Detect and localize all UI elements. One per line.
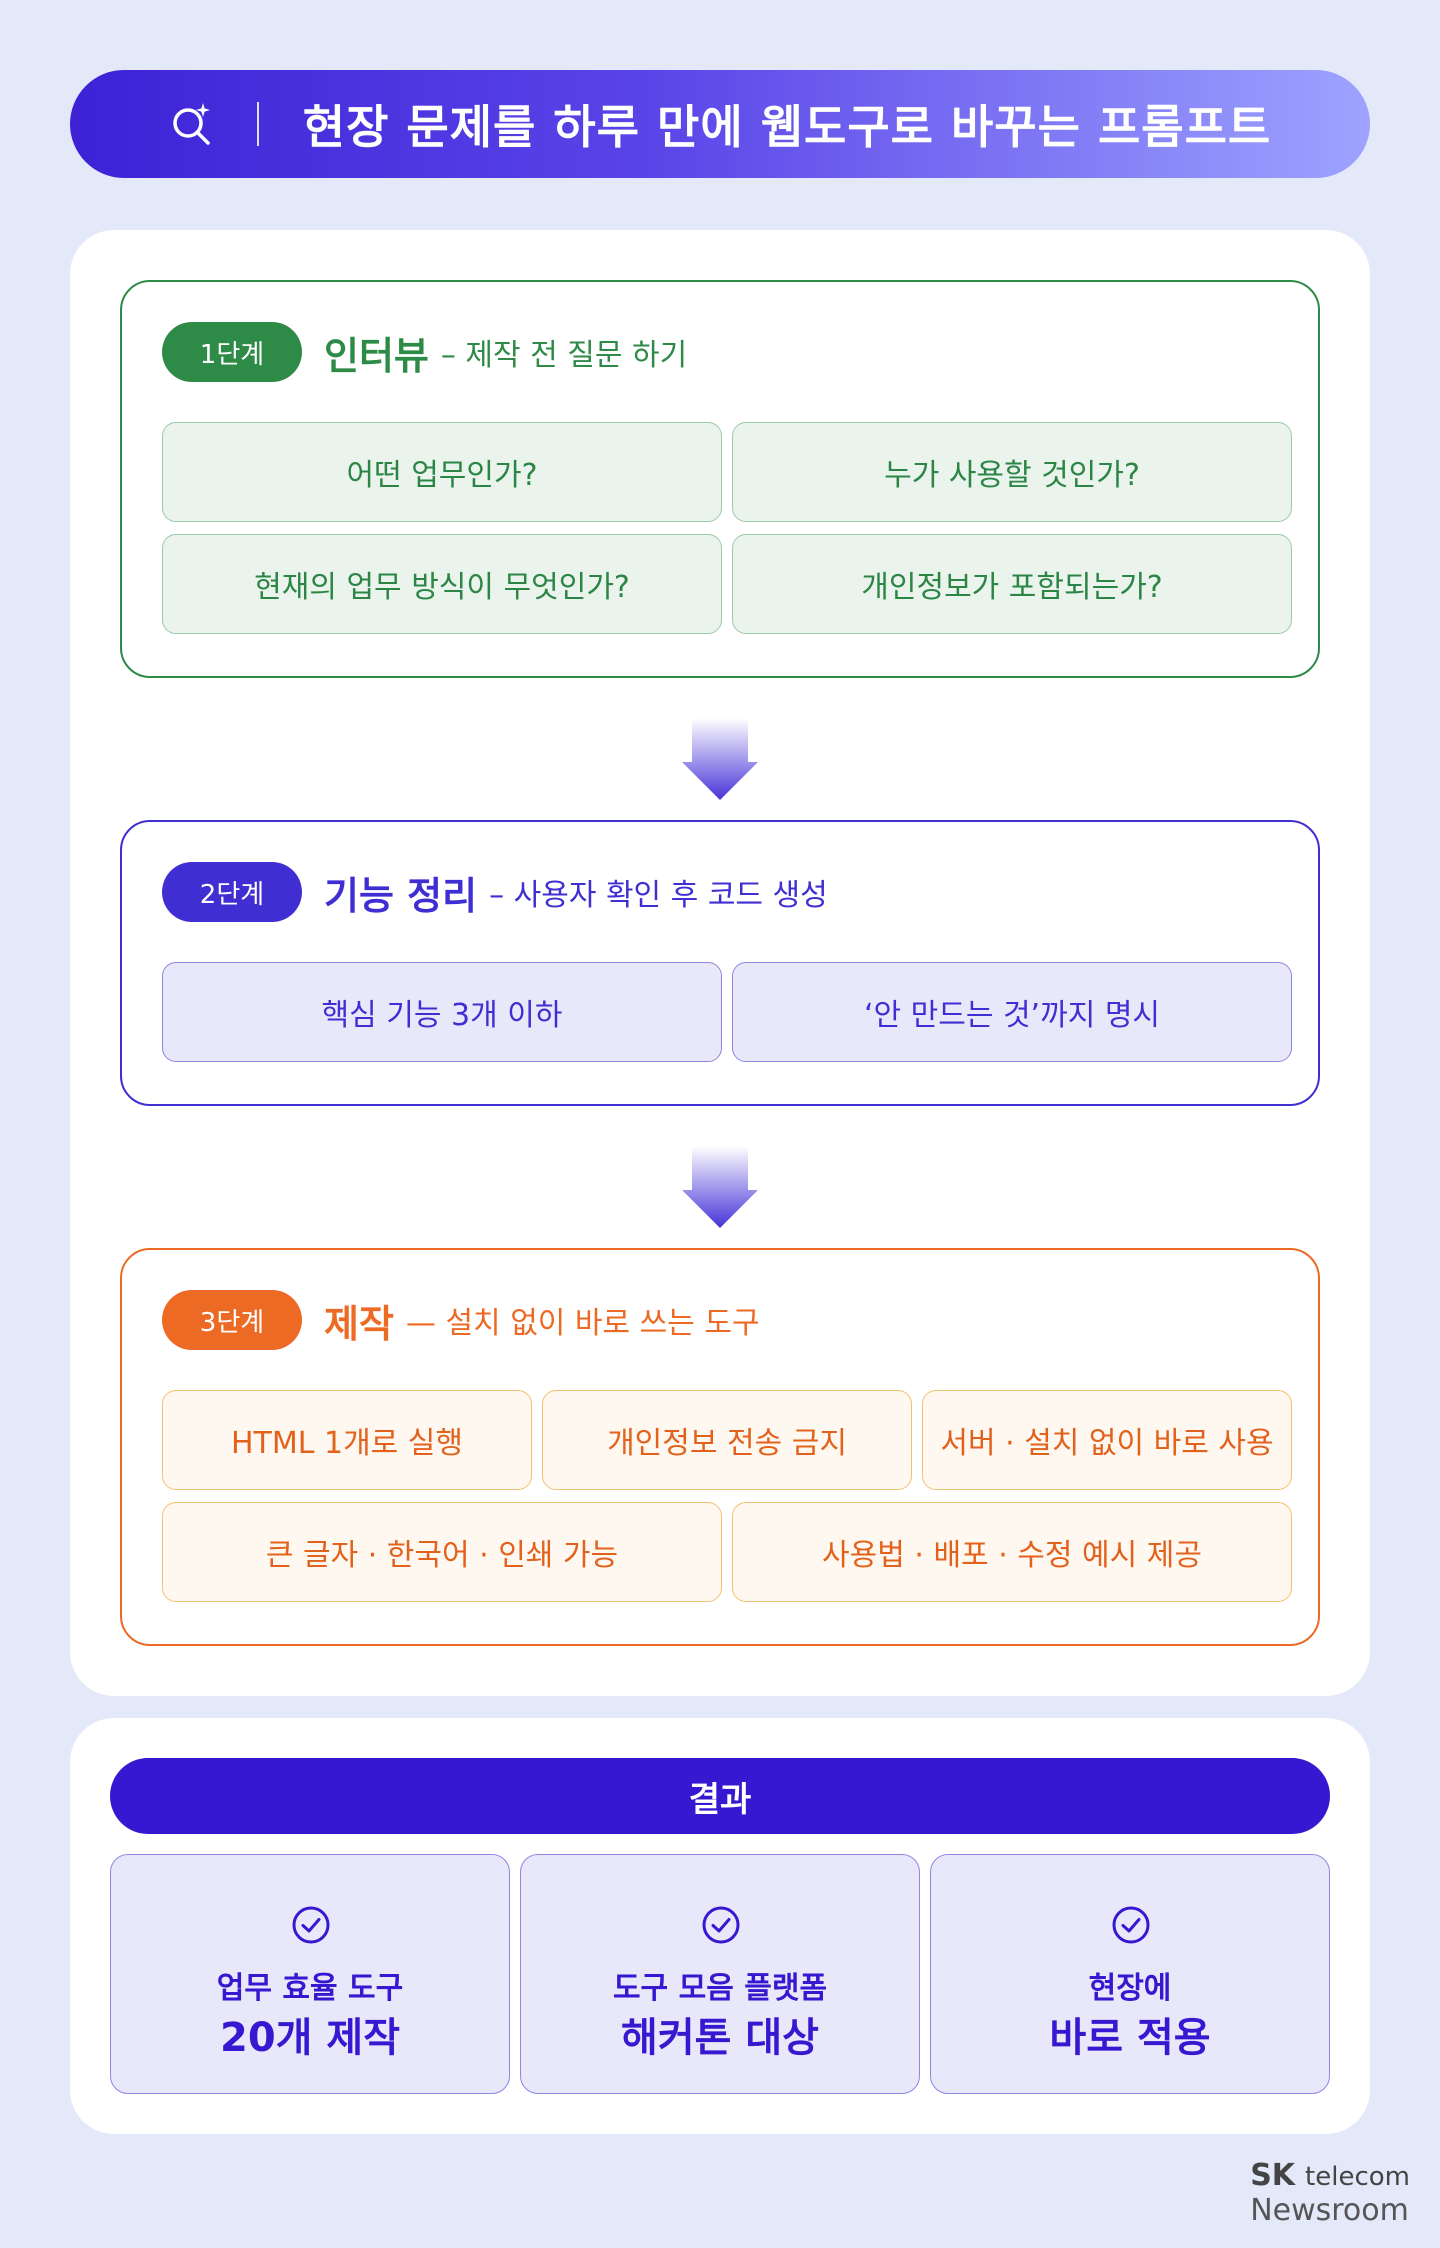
check-circle-icon xyxy=(1112,1906,1150,1944)
stage-2-item: ‘안 만드는 것’까지 명시 xyxy=(732,962,1292,1062)
result-title: 결과 xyxy=(110,1758,1330,1834)
brand-newsroom: Newsroom xyxy=(1250,2193,1409,2228)
stage-1-card: 1단계 인터뷰 – 제작 전 질문 하기 어떤 업무인가? 누가 사용할 것인가… xyxy=(120,280,1320,678)
result-card-line2: 해커톤 대상 xyxy=(621,2015,819,2061)
stage-1-subtitle: – 제작 전 질문 하기 xyxy=(440,338,688,373)
stage-3-item: 서버 · 설치 없이 바로 사용 xyxy=(922,1390,1292,1490)
page-header: 현장 문제를 하루 만에 웹도구로 바꾸는 프롬프트 xyxy=(70,70,1370,178)
stage-2-heading: 2단계 기능 정리 – 사용자 확인 후 코드 생성 xyxy=(162,862,828,922)
stage-1-question: 개인정보가 포함되는가? xyxy=(732,534,1292,634)
stage-3-subtitle: — 설치 없이 바로 쓰는 도구 xyxy=(405,1306,760,1341)
stage-1-question: 누가 사용할 것인가? xyxy=(732,422,1292,522)
brand-top: SK telecom xyxy=(1250,2158,1410,2193)
page-title: 현장 문제를 하루 만에 웹도구로 바꾸는 프롬프트 xyxy=(302,100,1272,154)
result-card: 도구 모음 플랫폼 해커톤 대상 xyxy=(520,1854,920,2094)
stage-2-subtitle: – 사용자 확인 후 코드 생성 xyxy=(489,878,828,913)
brand-sk: SK xyxy=(1250,2158,1296,2193)
stage-3-item: 개인정보 전송 금지 xyxy=(542,1390,912,1490)
stage-2-name: 기능 정리 xyxy=(324,873,478,918)
stage-3-item: 큰 글자 · 한국어 · 인쇄 가능 xyxy=(162,1502,722,1602)
down-arrow-icon xyxy=(682,718,758,800)
header-divider xyxy=(256,102,259,146)
result-card: 업무 효율 도구 20개 제작 xyxy=(110,1854,510,2094)
stage-2-card: 2단계 기능 정리 – 사용자 확인 후 코드 생성 핵심 기능 3개 이하 ‘… xyxy=(120,820,1320,1106)
check-circle-icon xyxy=(702,1906,740,1944)
stage-3-badge: 3단계 xyxy=(162,1290,302,1350)
stage-1-badge: 1단계 xyxy=(162,322,302,382)
stage-1-name: 인터뷰 xyxy=(324,333,429,378)
check-circle-icon xyxy=(292,1906,330,1944)
down-arrow-icon xyxy=(682,1146,758,1228)
stage-3-item: 사용법 · 배포 · 수정 예시 제공 xyxy=(732,1502,1292,1602)
result-card-line1: 현장에 xyxy=(1088,1971,1172,2006)
stage-1-question: 현재의 업무 방식이 무엇인가? xyxy=(162,534,722,634)
result-card: 현장에 바로 적용 xyxy=(930,1854,1330,2094)
process-panel: 1단계 인터뷰 – 제작 전 질문 하기 어떤 업무인가? 누가 사용할 것인가… xyxy=(70,230,1370,1696)
stage-1-heading: 1단계 인터뷰 – 제작 전 질문 하기 xyxy=(162,322,687,382)
brand-telecom: telecom xyxy=(1305,2162,1410,2192)
result-card-line1: 도구 모음 플랫폼 xyxy=(612,1971,828,2006)
result-card-line2: 20개 제작 xyxy=(220,2015,400,2061)
result-card-line1: 업무 효율 도구 xyxy=(216,1971,404,2006)
stage-3-heading: 3단계 제작 — 설치 없이 바로 쓰는 도구 xyxy=(162,1290,760,1350)
sparkle-search-icon xyxy=(173,103,210,145)
stage-3-item: HTML 1개로 실행 xyxy=(162,1390,532,1490)
result-card-line2: 바로 적용 xyxy=(1049,2015,1211,2061)
stage-1-question: 어떤 업무인가? xyxy=(162,422,722,522)
stage-3-name: 제작 xyxy=(324,1301,394,1346)
brand-logo: SK telecom Newsroom xyxy=(1250,2158,1410,2228)
stage-2-item: 핵심 기능 3개 이하 xyxy=(162,962,722,1062)
result-panel: 결과 업무 효율 도구 20개 제작 도구 모음 플랫폼 해커톤 대상 현장에 … xyxy=(70,1718,1370,2134)
stage-3-card: 3단계 제작 — 설치 없이 바로 쓰는 도구 HTML 1개로 실행 개인정보… xyxy=(120,1248,1320,1646)
stage-2-badge: 2단계 xyxy=(162,862,302,922)
